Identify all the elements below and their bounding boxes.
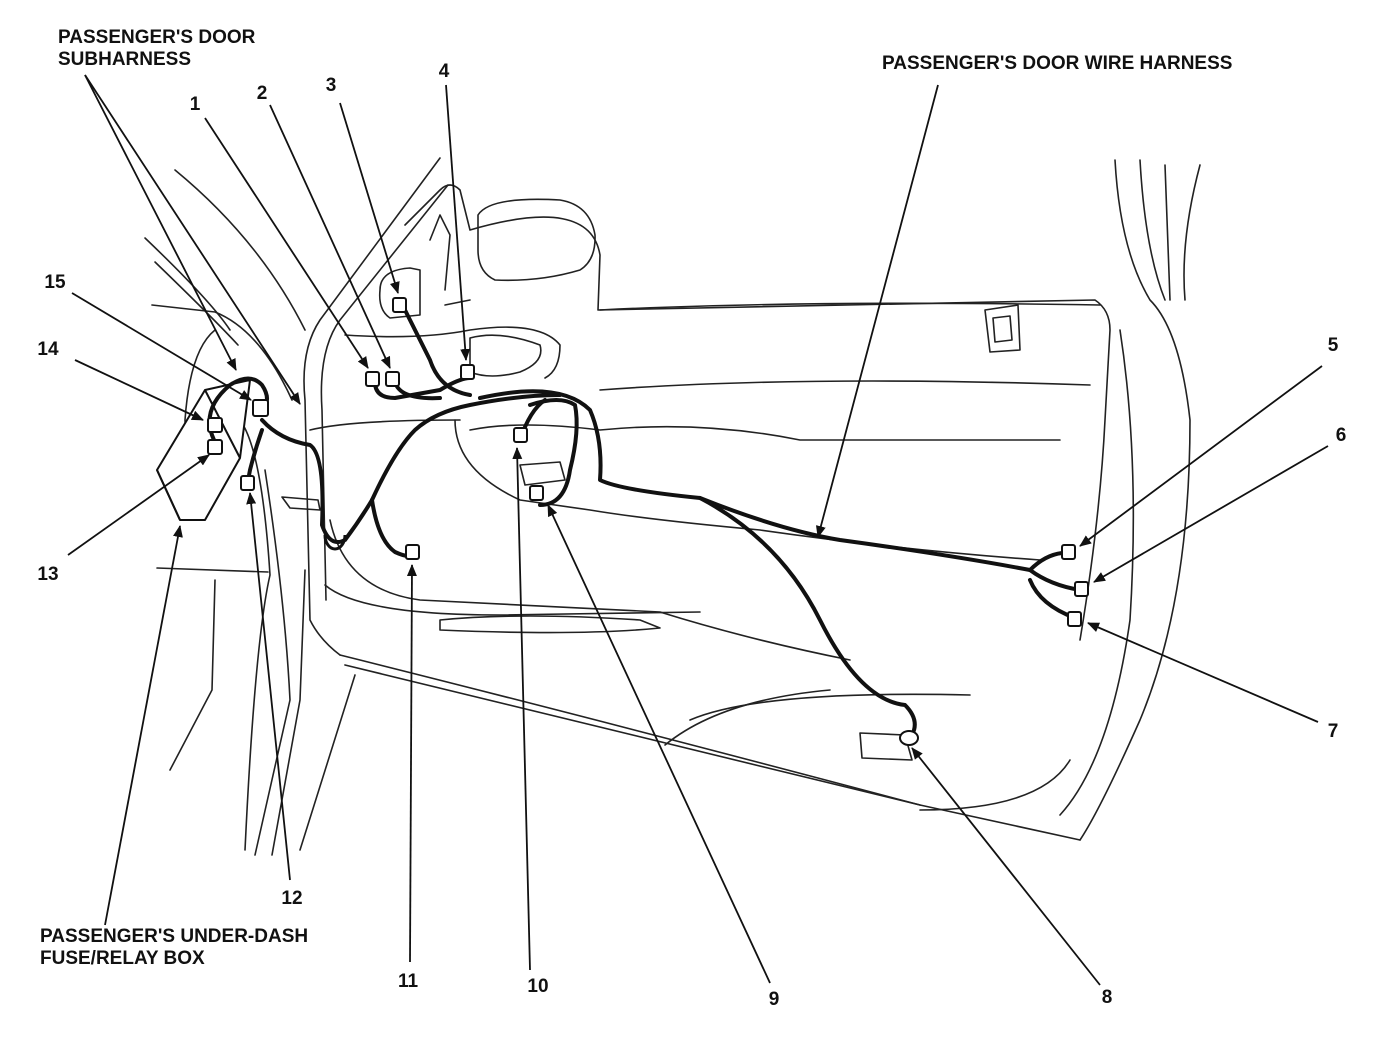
wire-harness [207,308,1082,737]
callout-6: 6 [1335,425,1347,446]
label-fuse-relay-box-line2: FUSE/RELAY BOX [40,948,205,969]
callout-14: 14 [37,339,59,360]
label-door-subharness-line2: SUBHARNESS [58,49,192,70]
callout-2: 2 [256,83,268,104]
harness-loop [323,534,347,551]
callout-11: 11 [397,971,419,992]
label-door-subharness: PASSENGER'S DOOR SUBHARNESS [58,27,255,71]
fuse-relay-box [156,379,251,521]
callout-5: 5 [1327,335,1339,356]
callout-12: 12 [281,888,303,909]
callout-10: 10 [527,976,549,997]
leader-lines [67,74,1329,986]
callout-8: 8 [1101,987,1113,1008]
callout-1: 1 [189,94,201,115]
label-door-wire-harness: PASSENGER'S DOOR WIRE HARNESS [882,53,1233,74]
callout-9: 9 [768,989,780,1010]
label-fuse-relay-box-line1: PASSENGER'S UNDER-DASH [40,926,309,947]
label-door-subharness-line1: PASSENGER'S DOOR [58,27,256,48]
callout-7: 7 [1327,721,1339,742]
label-fuse-relay-box: PASSENGER'S UNDER-DASH FUSE/RELAY BOX [40,926,308,970]
callout-15: 15 [44,272,66,293]
callout-13: 13 [37,564,59,585]
callout-3: 3 [325,75,337,96]
vehicle-outline [144,157,1201,856]
connectors [207,297,1089,746]
callout-4: 4 [438,61,450,82]
